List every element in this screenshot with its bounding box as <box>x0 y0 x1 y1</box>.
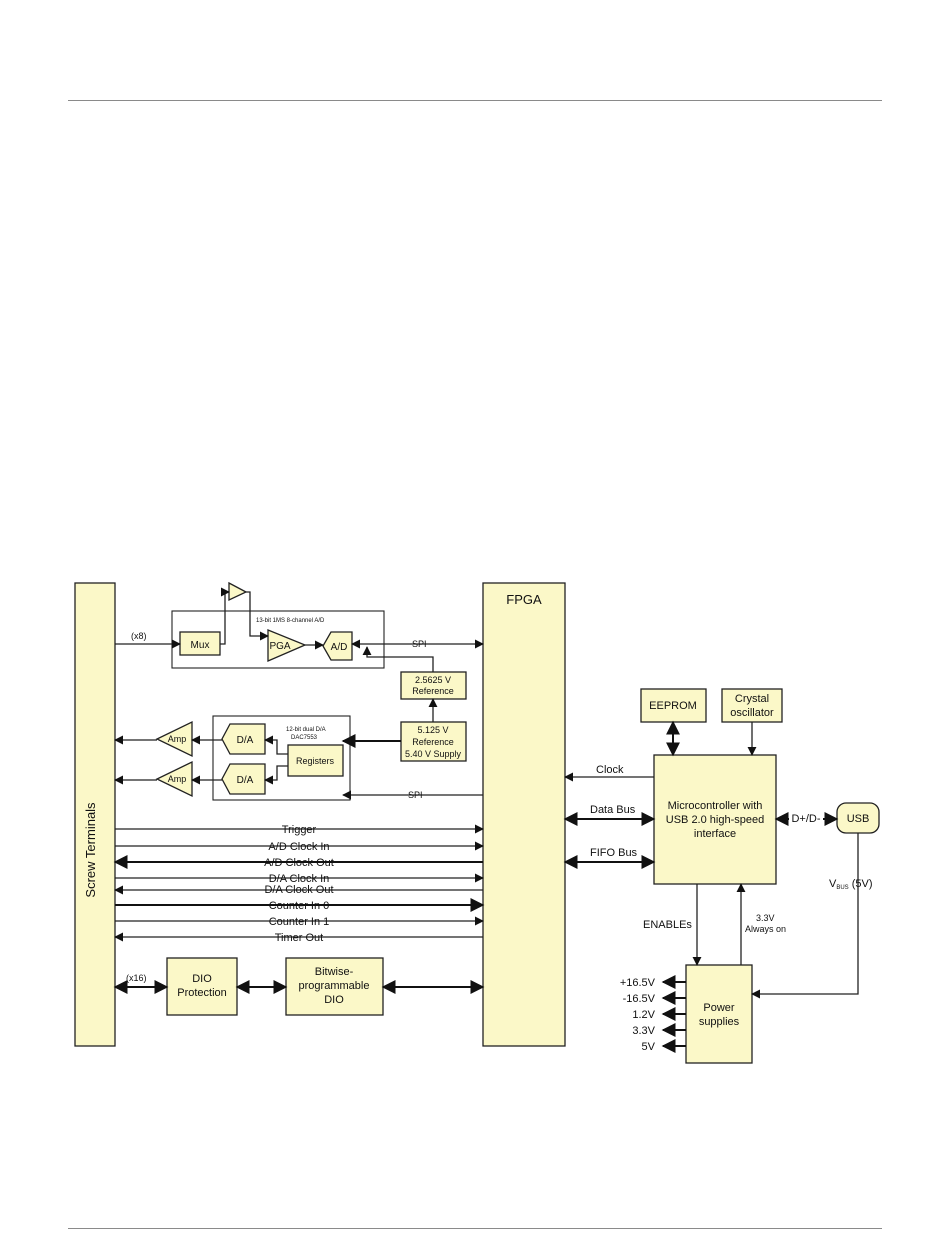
da-converter-1 <box>221 723 266 755</box>
da-converter-2-label: D/A <box>237 775 254 786</box>
microcontroller-line2: USB 2.0 high-speed <box>666 814 764 826</box>
fifo-bus-label: FIFO Bus <box>590 847 638 859</box>
fpga-label: FPGA <box>506 592 542 607</box>
x16-label: (x16) <box>126 973 147 983</box>
buffer-amplifier <box>228 581 248 602</box>
registers-to-da2-wire <box>264 765 288 785</box>
d-plus-minus-label: D+/D- <box>791 813 820 825</box>
ad-clock-out-label: A/D Clock Out <box>264 857 334 869</box>
mux-to-buffer-wire <box>220 587 230 645</box>
ad-clock-in-label: A/D Clock In <box>268 841 329 853</box>
clock-label: Clock <box>596 764 624 776</box>
rail-label: -16.5V <box>623 993 656 1005</box>
da-section-title-line2: DAC7553 <box>291 735 318 741</box>
timer-out-label: Timer Out <box>275 932 324 944</box>
power-supplies-line2: supplies <box>699 1016 740 1028</box>
rail-label: 3.3V <box>632 1025 655 1037</box>
microcontroller-line1: Microcontroller with <box>668 800 763 812</box>
bitwise-dio-line3: DIO <box>324 994 344 1006</box>
power-supplies-line1: Power <box>703 1002 735 1014</box>
crystal-oscillator-block <box>721 688 783 723</box>
pga-amplifier <box>267 629 307 662</box>
eeprom-label: EEPROM <box>649 700 697 712</box>
fpga-block <box>482 582 566 1047</box>
d-plus-minus-label-bg <box>789 811 823 825</box>
amp-2-label: Amp <box>168 774 187 784</box>
registers-block <box>287 744 344 777</box>
da-converter-2 <box>221 763 266 795</box>
da-spi-label: SPI <box>408 790 423 800</box>
microcontroller-line3: interface <box>694 828 736 840</box>
buffer-to-pga-wire <box>246 591 269 641</box>
v33-always-on-line1: 3.3V <box>756 913 775 923</box>
reference-5-125v-line1: 5.125 V <box>417 725 448 735</box>
crystal-oscillator-line2: oscillator <box>730 707 774 719</box>
counter-in-0-label: Counter In 0 <box>269 900 330 912</box>
x8-label: (x8) <box>131 631 147 641</box>
da-section-title-line1: 12-bit dual D/A <box>286 727 326 733</box>
dio-protection-line1: DIO <box>192 973 212 985</box>
vbus-wire <box>751 833 859 999</box>
vbus-label: VBUS (5V) <box>829 878 873 891</box>
rail-label: 5V <box>642 1041 656 1053</box>
ad-converter-label: A/D <box>331 642 348 653</box>
screw-terminals-block <box>74 582 116 1047</box>
reference-5-125v-line3: 5.40 V Supply <box>405 749 462 759</box>
bitwise-dio-block <box>285 957 384 1016</box>
trigger-label: Trigger <box>282 824 317 836</box>
power-rails: +16.5V -16.5V 1.2V 3.3V 5V <box>620 975 686 1053</box>
enables-label: ENABLEs <box>643 919 692 931</box>
mux-label: Mux <box>191 640 210 651</box>
reference-2-5625v-line2: Reference <box>412 686 454 696</box>
data-bus-label: Data Bus <box>590 804 636 816</box>
registers-to-da1-wire <box>264 735 288 755</box>
v33-always-on-line2: Always on <box>745 924 786 934</box>
screw-terminals-label: Screw Terminals <box>83 802 98 898</box>
da-clock-in-label: D/A Clock In <box>269 873 330 885</box>
dio-protection-line2: Protection <box>177 987 227 999</box>
da-clock-out-label: D/A Clock Out <box>264 884 333 896</box>
ad-section-title: 13-bit 1MS 8-channel A/D <box>256 618 325 624</box>
rail-label: 1.2V <box>632 1009 655 1021</box>
dio-protection-block <box>166 957 238 1016</box>
bitwise-dio-line2: programmable <box>299 980 370 992</box>
counter-in-1-label: Counter In 1 <box>269 916 330 928</box>
usb-label: USB <box>847 813 870 825</box>
header-rule <box>68 100 882 101</box>
ad-converter-block <box>322 631 353 661</box>
crystal-oscillator-line1: Crystal <box>735 693 769 705</box>
bitwise-dio-line1: Bitwise- <box>315 966 354 978</box>
reference-5-125v-line2: Reference <box>412 737 454 747</box>
da-converter-1-label: D/A <box>237 735 254 746</box>
reference-2-5625v-line1: 2.5625 V <box>415 675 451 685</box>
footer-rule <box>68 1228 882 1229</box>
reference-2-5625v-block <box>400 671 467 700</box>
power-supplies-block <box>685 964 753 1064</box>
rail-label: +16.5V <box>620 977 656 989</box>
ad-spi-label: SPI <box>412 639 427 649</box>
pga-label: PGA <box>269 641 290 652</box>
amp-1-label: Amp <box>168 734 187 744</box>
microcontroller-block <box>653 754 777 885</box>
registers-label: Registers <box>296 756 335 766</box>
ref1-to-ad-wire <box>362 646 434 672</box>
